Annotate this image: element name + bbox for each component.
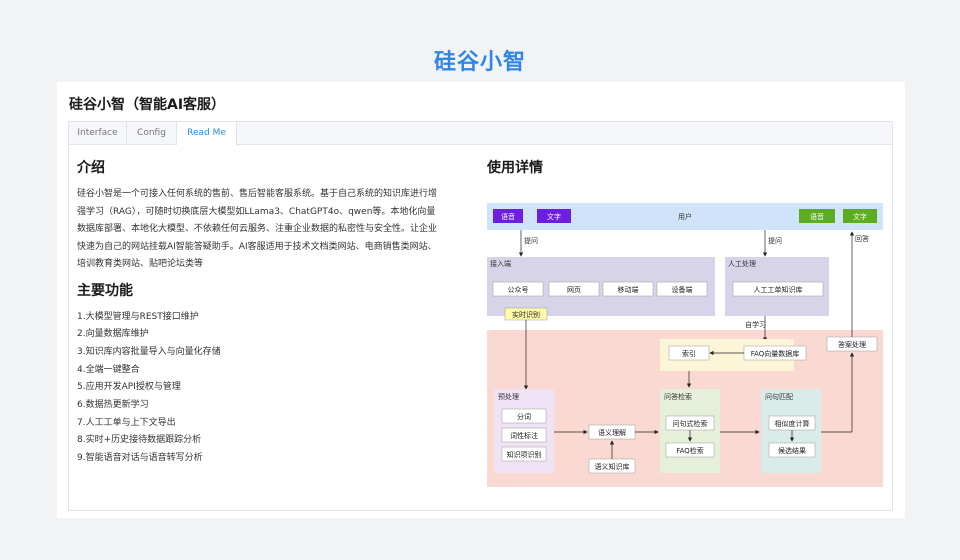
usage-heading: 使用详情 [487, 160, 543, 176]
feature-item: 1.大模型管理与REST接口维护 [77, 311, 199, 322]
access-item-box [656, 281, 708, 297]
qa-search-label: 问答检索 [664, 392, 692, 401]
access-label: 接入端 [490, 259, 511, 268]
access-item-box [548, 281, 600, 297]
match-label: 问句匹配 [765, 392, 793, 401]
feature-item: 2.向量数据库维护 [77, 329, 149, 340]
feature-item: 9.智能语音对话与语音转写分析 [77, 453, 203, 464]
access-item: 网页 [567, 286, 581, 294]
text-in-label: 文字 [547, 212, 561, 221]
tab-panel: Interface Config Read Me 介绍 硅谷小智是一个可接入任何… [68, 121, 893, 511]
qa-item: 问句式检索 [673, 419, 708, 428]
pre-item: 知识项识别 [507, 450, 542, 459]
index-label: 索引 [682, 349, 696, 358]
architecture-diagram: 语音 文字 用户 语音 文字 接入端 公众号 网页 移动端 设备端 [487, 203, 883, 487]
voice-out-label: 语音 [810, 212, 824, 221]
ask-left-label: 提问 [524, 236, 538, 245]
match-item-box [768, 442, 816, 458]
access-item-box [492, 281, 544, 297]
manual-kb-label: 人工工单知识库 [754, 285, 803, 294]
feature-item: 4.全端一键整合 [77, 364, 140, 375]
semantic-label: 语义理解 [598, 428, 626, 437]
index-box [668, 345, 710, 361]
feature-item: 6.数据热更新学习 [77, 400, 149, 411]
feature-item: 5.应用开发API授权与管理 [77, 382, 181, 393]
tab-bar: Interface Config Read Me [69, 122, 892, 146]
ask-right-label: 提问 [768, 236, 782, 245]
voice-out-button [799, 209, 835, 223]
pre-item: 词性标注 [510, 431, 538, 440]
semantic-kb-label: 语义知识库 [595, 462, 630, 471]
main-card: 硅谷小智（智能AI客服） Interface Config Read Me 介绍… [57, 82, 905, 518]
qa-item: FAQ检索 [676, 446, 704, 455]
voice-in-button [493, 209, 523, 223]
self-learn-label: 自学习 [745, 320, 766, 329]
features-heading: 主要功能 [77, 282, 133, 299]
tab-read-me[interactable]: Read Me [177, 122, 237, 146]
text-in-button [537, 209, 571, 223]
match-item: 候选结果 [778, 446, 806, 455]
preprocess-label: 预处理 [498, 392, 519, 401]
manual-kb-box [732, 281, 824, 297]
pre-item-box [501, 408, 547, 424]
user-label: 用户 [678, 212, 692, 221]
access-item: 公众号 [508, 286, 529, 294]
pre-item-box [501, 446, 547, 462]
realtime-label: 实时识别 [512, 310, 540, 319]
readme-left-column: 介绍 硅谷小智是一个可接入任何系统的售前、售后智能客服系统。基于自己系统的知识库… [77, 157, 437, 468]
answer-label: 回答 [855, 234, 869, 243]
feature-item: 3.知识库内容批量导入与向量化存储 [77, 346, 221, 357]
intro-text: 硅谷小智是一个可接入任何系统的售前、售后智能客服系统。基于自己系统的知识库进行增… [77, 189, 438, 269]
card-title: 硅谷小智（智能AI客服） [69, 97, 226, 113]
access-item: 移动端 [618, 285, 639, 294]
match-zone [761, 389, 821, 473]
feature-item: 7.人工工单与上下文导出 [77, 417, 176, 428]
intro-heading: 介绍 [77, 160, 105, 176]
access-item-box [602, 281, 654, 297]
brand-title: 硅谷小智 [433, 50, 526, 75]
qa-item-box [665, 442, 715, 458]
pre-item: 分词 [517, 412, 531, 421]
faq-db-label: FAQ向量数据库 [751, 349, 800, 358]
manual-label: 人工处理 [728, 259, 756, 268]
answer-proc-label: 答案处理 [838, 340, 866, 349]
access-item: 设备端 [672, 285, 693, 294]
pre-item-box [501, 427, 547, 443]
tab-config[interactable]: Config [127, 122, 177, 145]
text-out-button [843, 209, 877, 223]
match-item: 相似度计算 [775, 419, 810, 428]
text-out-label: 文字 [853, 212, 867, 221]
voice-in-label: 语音 [501, 212, 515, 221]
tab-interface[interactable]: Interface [69, 122, 127, 145]
features-list: 1.大模型管理与REST接口维护 2.向量数据库维护 3.知识库内容批量导入与向… [77, 309, 437, 468]
feature-item: 8.实时+历史接待数据跟踪分析 [77, 435, 202, 446]
